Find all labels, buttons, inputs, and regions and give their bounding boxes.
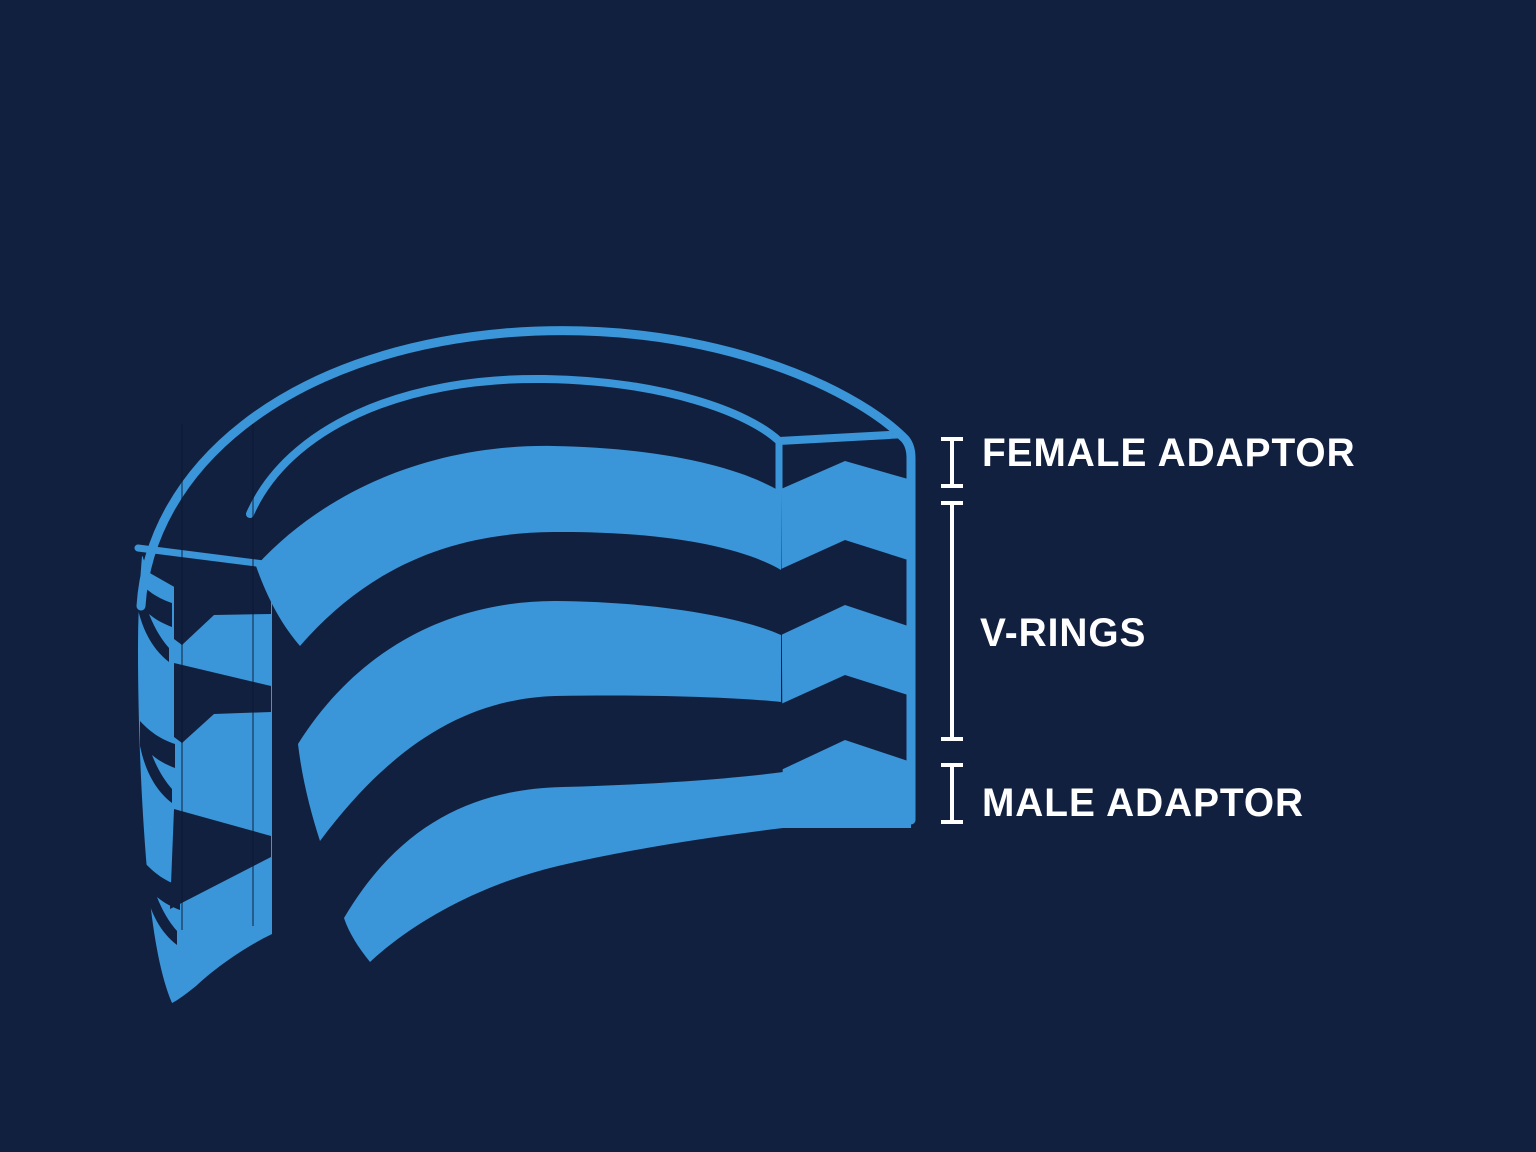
v-ring-band-2 bbox=[298, 601, 781, 841]
column-chevron-gap-2 bbox=[781, 675, 908, 770]
bracket-female-adaptor bbox=[941, 437, 963, 488]
cut-face-top-edge bbox=[775, 431, 893, 445]
inner-wall-bands bbox=[256, 445, 783, 962]
right-column-face bbox=[779, 433, 911, 828]
cut-face-gap-3 bbox=[170, 809, 271, 909]
cut-face-gap-1 bbox=[174, 568, 271, 645]
outer-rim-outline bbox=[136, 326, 916, 825]
dimension-brackets bbox=[941, 437, 963, 824]
label-male-adaptor: MALE ADAPTOR bbox=[982, 781, 1305, 825]
label-female-adaptor: FEMALE ADAPTOR bbox=[982, 431, 1356, 475]
v-ring-band-1 bbox=[256, 445, 781, 646]
left-edge-chevron-gap-2 bbox=[140, 721, 175, 803]
bracket-male-adaptor bbox=[941, 763, 963, 824]
male-adaptor-band bbox=[344, 772, 783, 962]
label-v-rings: V-RINGS bbox=[980, 611, 1147, 655]
cut-face-gap-2 bbox=[174, 663, 271, 743]
bracket-v-rings bbox=[941, 501, 963, 741]
column-chevron-gap-1 bbox=[781, 540, 908, 635]
female-adaptor-cross-section bbox=[781, 438, 908, 489]
hairlines bbox=[181, 424, 254, 930]
inner-rim-outline bbox=[246, 374, 783, 518]
left-cut-chevron-stack bbox=[137, 549, 272, 1003]
left-wedge-top-edge bbox=[134, 544, 276, 569]
female-adaptor-ring-outline bbox=[134, 326, 916, 825]
right-cut-face-column bbox=[779, 433, 911, 828]
